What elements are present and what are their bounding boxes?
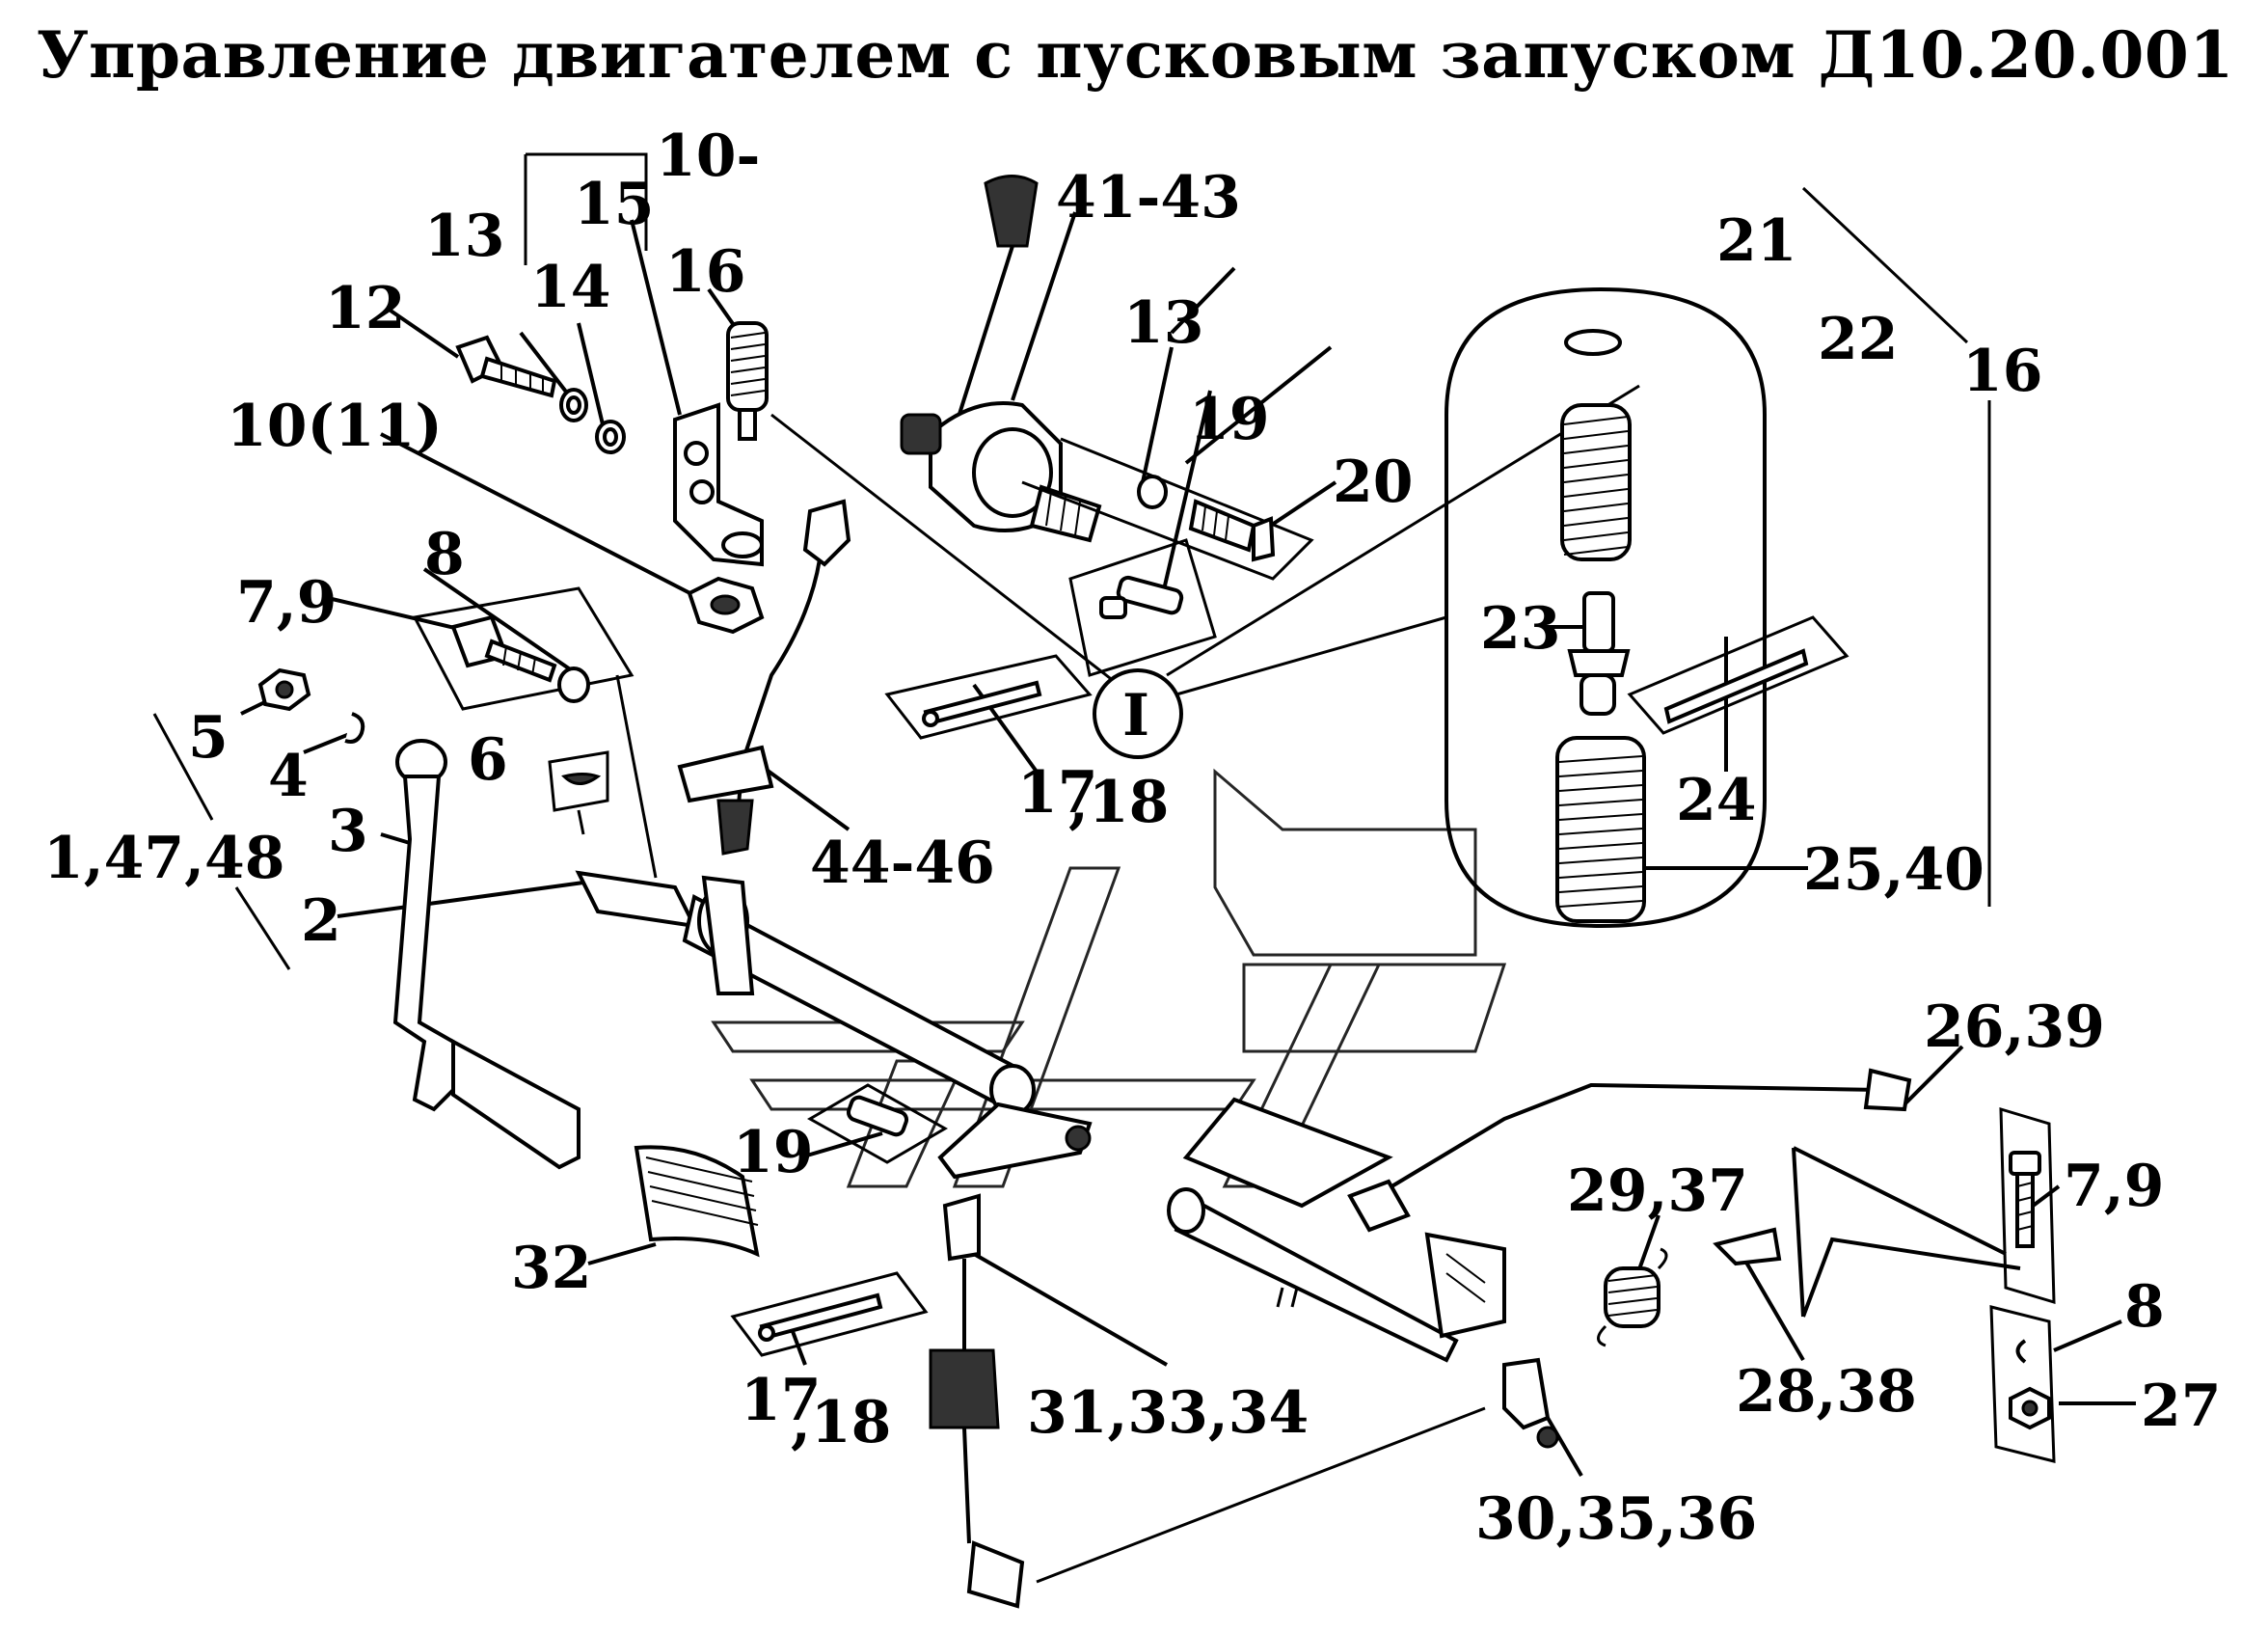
plate-7-9-left	[412, 586, 634, 711]
label-44-46: 44-46	[810, 830, 995, 897]
label-6: 6	[468, 726, 508, 794]
label-17: 17	[1017, 759, 1098, 827]
label-19: 19	[733, 1119, 814, 1186]
parts	[257, 175, 2056, 1609]
spring-29-37-part	[1597, 1247, 1668, 1347]
control-lever-41-43-part	[900, 175, 1102, 543]
lever-bracket-assembly	[1167, 1097, 1559, 1449]
label-19: 19	[1189, 386, 1270, 453]
label-10-11: 10(11)	[227, 393, 443, 460]
label-17: 17	[741, 1367, 822, 1434]
bolt-12-part	[455, 335, 557, 398]
label-13: 13	[1123, 289, 1204, 357]
label-10: 10-	[656, 122, 760, 190]
label-21: 21	[1716, 207, 1797, 275]
label-4: 4	[268, 743, 309, 810]
clip-4-part	[344, 712, 365, 744]
label-41-43: 41-43	[1056, 164, 1241, 231]
inset-pill-outline	[1444, 286, 1850, 929]
rod-44-46-part	[677, 499, 851, 856]
label-8: 8	[424, 521, 465, 588]
label-28-38: 28,38	[1736, 1358, 1917, 1426]
plate-17-18-upper	[884, 654, 1093, 740]
label-26-39: 26,39	[1924, 993, 2105, 1061]
plate-19-lower	[806, 1083, 949, 1164]
label-2: 2	[301, 887, 341, 955]
plate-7-9-right	[1989, 1106, 2056, 1463]
label-8: 8	[2124, 1273, 2165, 1341]
lever-28-38-part	[1713, 1146, 2021, 1318]
label-24: 24	[1676, 767, 1757, 834]
detail-6-part	[548, 750, 609, 835]
label-18: ,18	[1068, 769, 1169, 836]
label-7-9: 7,9	[236, 569, 337, 637]
label-22: 22	[1818, 306, 1899, 373]
pedal-3-part	[392, 739, 580, 1170]
label-29-37: 29,37	[1567, 1157, 1748, 1225]
label-5: 5	[188, 704, 229, 772]
bracket-15-part	[673, 402, 764, 567]
label-18: ,18	[791, 1389, 891, 1456]
label-14: 14	[530, 254, 611, 321]
rod-31-33-34-part	[929, 1193, 1025, 1609]
spring-pin-16-part	[726, 321, 769, 441]
inset-I-circle	[1093, 668, 1183, 759]
label-32: 32	[511, 1235, 592, 1302]
cover-32-part	[634, 1145, 760, 1258]
label-15: 15	[574, 171, 655, 238]
label-25-40: 25,40	[1803, 836, 1984, 904]
background-watermark	[711, 768, 1507, 1188]
detail-plate-upper	[1021, 437, 1314, 677]
label-20: 20	[1333, 449, 1414, 516]
label-3: 3	[328, 798, 368, 865]
label-i: I	[1122, 682, 1149, 749]
label-27: 27	[2141, 1373, 2222, 1440]
label-23: 23	[1480, 595, 1561, 663]
label-31-33-34: 31,33,34	[1027, 1379, 1309, 1447]
label-16: 16	[665, 238, 746, 306]
nut-10-11-part	[687, 576, 765, 635]
main-shaft-2-part	[575, 870, 1093, 1180]
page-title: Управление двигателем с пусковым запуско…	[37, 17, 2234, 93]
label-13: 13	[424, 203, 505, 270]
label-16: 16	[1962, 338, 2043, 405]
plate-17-18-lower	[730, 1271, 929, 1357]
label-7-9: 7,9	[2064, 1153, 2164, 1220]
callout-labels: 10- 15 13 14 16 12 10(11) 41-43 13 19 20…	[43, 122, 2222, 1553]
label-12: 12	[325, 275, 406, 342]
label-30-35-36: 30,35,36	[1475, 1485, 1757, 1553]
label-1-47-48: 1,47,48	[43, 825, 285, 892]
rod-26-39-part	[1347, 1068, 1912, 1233]
nut-5-part	[257, 667, 311, 712]
